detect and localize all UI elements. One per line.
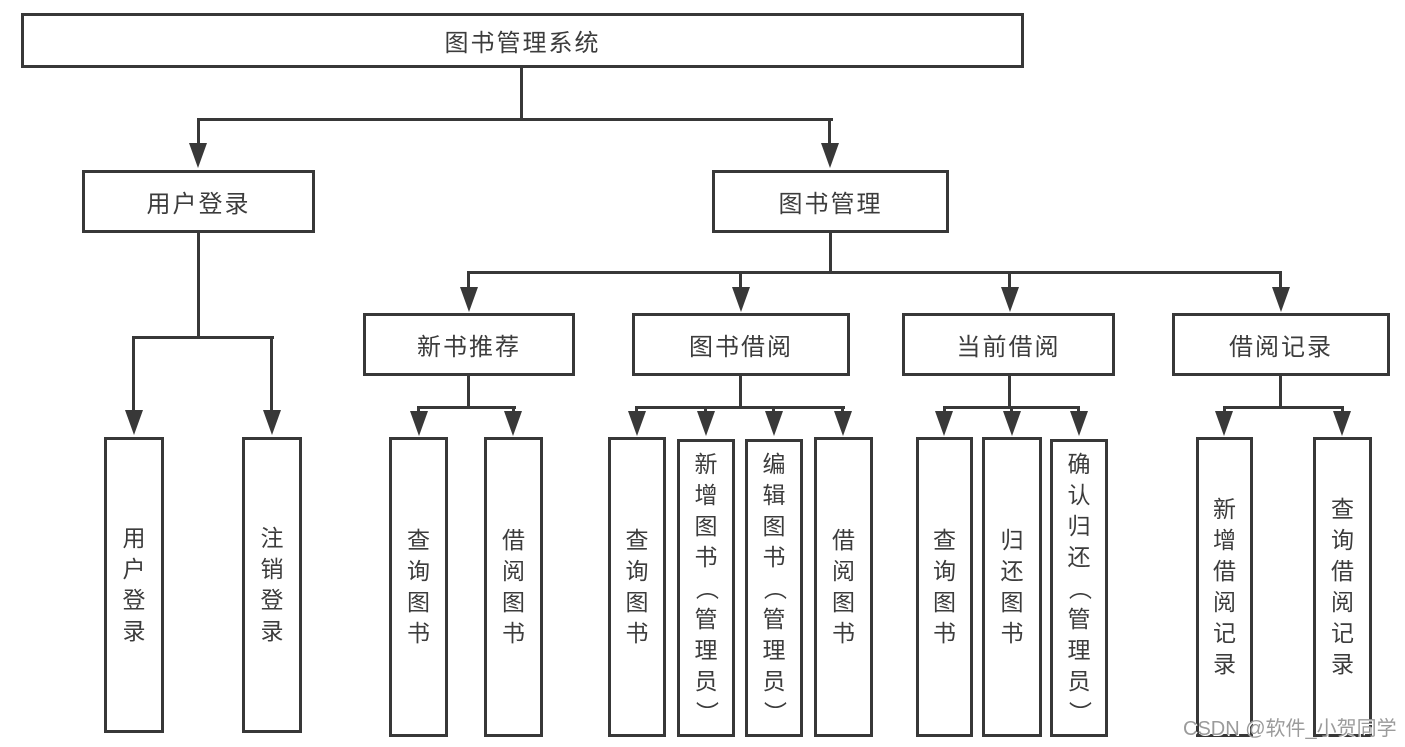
leaf-add-borrow-record: 新增借阅记录 <box>1196 437 1253 737</box>
arrow-down-icon <box>821 143 839 168</box>
arrow-down-icon <box>1070 411 1088 436</box>
arrow-down-icon <box>1003 411 1021 436</box>
connector-arrow-shaft <box>1008 271 1011 291</box>
node-current-borrow-label: 当前借阅 <box>956 334 1061 361</box>
leaf-query-books-current-label: 查询图书 <box>933 527 956 646</box>
connector-arrow-shaft <box>704 406 707 415</box>
connector-arrow-shaft <box>772 406 775 415</box>
arrow-down-icon <box>1001 287 1019 312</box>
arrow-down-icon <box>1333 411 1351 436</box>
leaf-add-borrow-record-label: 新增借阅记录 <box>1213 496 1236 677</box>
arrow-down-icon <box>263 410 281 435</box>
node-current-borrow: 当前借阅 <box>902 313 1115 376</box>
arrow-down-icon <box>125 410 143 435</box>
node-new-book-recommend: 新书推荐 <box>363 313 575 376</box>
connector-login-branch <box>132 336 274 339</box>
node-book-borrow-label: 图书借阅 <box>689 334 793 361</box>
leaf-query-books-borrow-label: 查询图书 <box>625 527 649 646</box>
node-borrow-records: 借阅记录 <box>1172 313 1390 376</box>
connector-arrow-shaft <box>1223 406 1226 415</box>
leaf-borrow-books-borrow: 借阅图书 <box>814 437 873 737</box>
node-user-login-label: 用户登录 <box>146 191 251 218</box>
connector-arrow-shaft <box>132 336 135 414</box>
connector-arrow-shaft <box>635 406 638 415</box>
connector-borrow-trunk <box>739 376 742 409</box>
arrow-down-icon <box>1272 287 1290 312</box>
leaf-return-book: 归还图书 <box>982 437 1042 737</box>
connector-root-trunk <box>520 67 523 120</box>
connector-arrow-shaft <box>512 406 515 415</box>
arrow-down-icon <box>732 287 750 312</box>
connector-level2-branch <box>197 118 833 121</box>
connector-borrow-branch <box>635 406 845 409</box>
watermark: CSDN @软件_小贺同学 <box>1183 718 1397 740</box>
connector-mgmt-trunk <box>829 232 832 274</box>
connector-arrow-shaft <box>841 406 844 415</box>
arrow-down-icon <box>460 287 478 312</box>
leaf-return-book-label: 归还图书 <box>1000 527 1024 646</box>
leaf-user-login-label: 用户登录 <box>122 525 146 644</box>
leaf-logout-label: 注销登录 <box>260 525 284 644</box>
arrow-down-icon <box>504 411 522 436</box>
arrow-down-icon <box>834 411 852 436</box>
connector-arrow-shaft <box>1010 406 1013 415</box>
connector-newbook-branch <box>417 406 516 409</box>
leaf-edit-book-admin: 编辑图书（管理员） <box>745 439 803 737</box>
leaf-query-books-newbook-label: 查询图书 <box>407 527 430 646</box>
arrow-down-icon <box>410 411 428 436</box>
node-book-management: 图书管理 <box>712 170 949 233</box>
leaf-add-book-admin: 新增图书（管理员） <box>677 439 735 737</box>
connector-arrow-shaft <box>828 118 831 146</box>
connector-arrow-shaft <box>1279 271 1282 291</box>
leaf-query-books-newbook: 查询图书 <box>389 437 448 737</box>
connector-arrow-shaft <box>1077 406 1080 415</box>
leaf-logout: 注销登录 <box>242 437 302 733</box>
connector-records-trunk <box>1279 376 1282 409</box>
connector-arrow-shaft <box>197 118 200 146</box>
leaf-user-login: 用户登录 <box>104 437 164 733</box>
node-root: 图书管理系统 <box>21 13 1024 68</box>
leaf-query-books-current: 查询图书 <box>916 437 973 737</box>
leaf-borrow-books-borrow-label: 借阅图书 <box>832 527 855 646</box>
node-book-management-label: 图书管理 <box>778 191 883 218</box>
connector-arrow-shaft <box>467 271 470 291</box>
leaf-edit-book-admin-label: 编辑图书（管理员） <box>761 450 788 724</box>
node-new-book-recommend-label: 新书推荐 <box>417 334 521 361</box>
arrow-down-icon <box>189 143 207 168</box>
leaf-borrow-books-newbook: 借阅图书 <box>484 437 543 737</box>
leaf-borrow-books-newbook-label: 借阅图书 <box>502 527 525 646</box>
connector-newbook-trunk <box>467 376 470 409</box>
connector-arrow-shaft <box>270 336 273 414</box>
arrow-down-icon <box>935 411 953 436</box>
connector-level3-branch <box>467 271 1282 274</box>
connector-login-trunk <box>197 232 200 339</box>
arrow-down-icon <box>628 411 646 436</box>
connector-records-branch <box>1223 406 1344 409</box>
leaf-query-borrow-record: 查询借阅记录 <box>1313 437 1372 737</box>
connector-arrow-shaft <box>417 406 420 415</box>
arrow-down-icon <box>1215 411 1233 436</box>
connector-arrow-shaft <box>943 406 946 415</box>
arrow-down-icon <box>765 411 783 436</box>
node-book-borrow: 图书借阅 <box>632 313 850 376</box>
connector-current-trunk <box>1008 376 1011 409</box>
node-borrow-records-label: 借阅记录 <box>1229 334 1333 361</box>
node-root-label: 图书管理系统 <box>444 30 601 57</box>
leaf-confirm-return-admin: 确认归还（管理员） <box>1050 439 1108 737</box>
leaf-confirm-return-admin-label: 确认归还（管理员） <box>1066 450 1093 724</box>
arrow-down-icon <box>697 411 715 436</box>
connector-arrow-shaft <box>739 271 742 291</box>
leaf-query-borrow-record-label: 查询借阅记录 <box>1331 496 1354 677</box>
connector-arrow-shaft <box>1341 406 1344 415</box>
node-user-login: 用户登录 <box>82 170 315 233</box>
leaf-add-book-admin-label: 新增图书（管理员） <box>693 450 720 724</box>
leaf-query-books-borrow: 查询图书 <box>608 437 666 737</box>
